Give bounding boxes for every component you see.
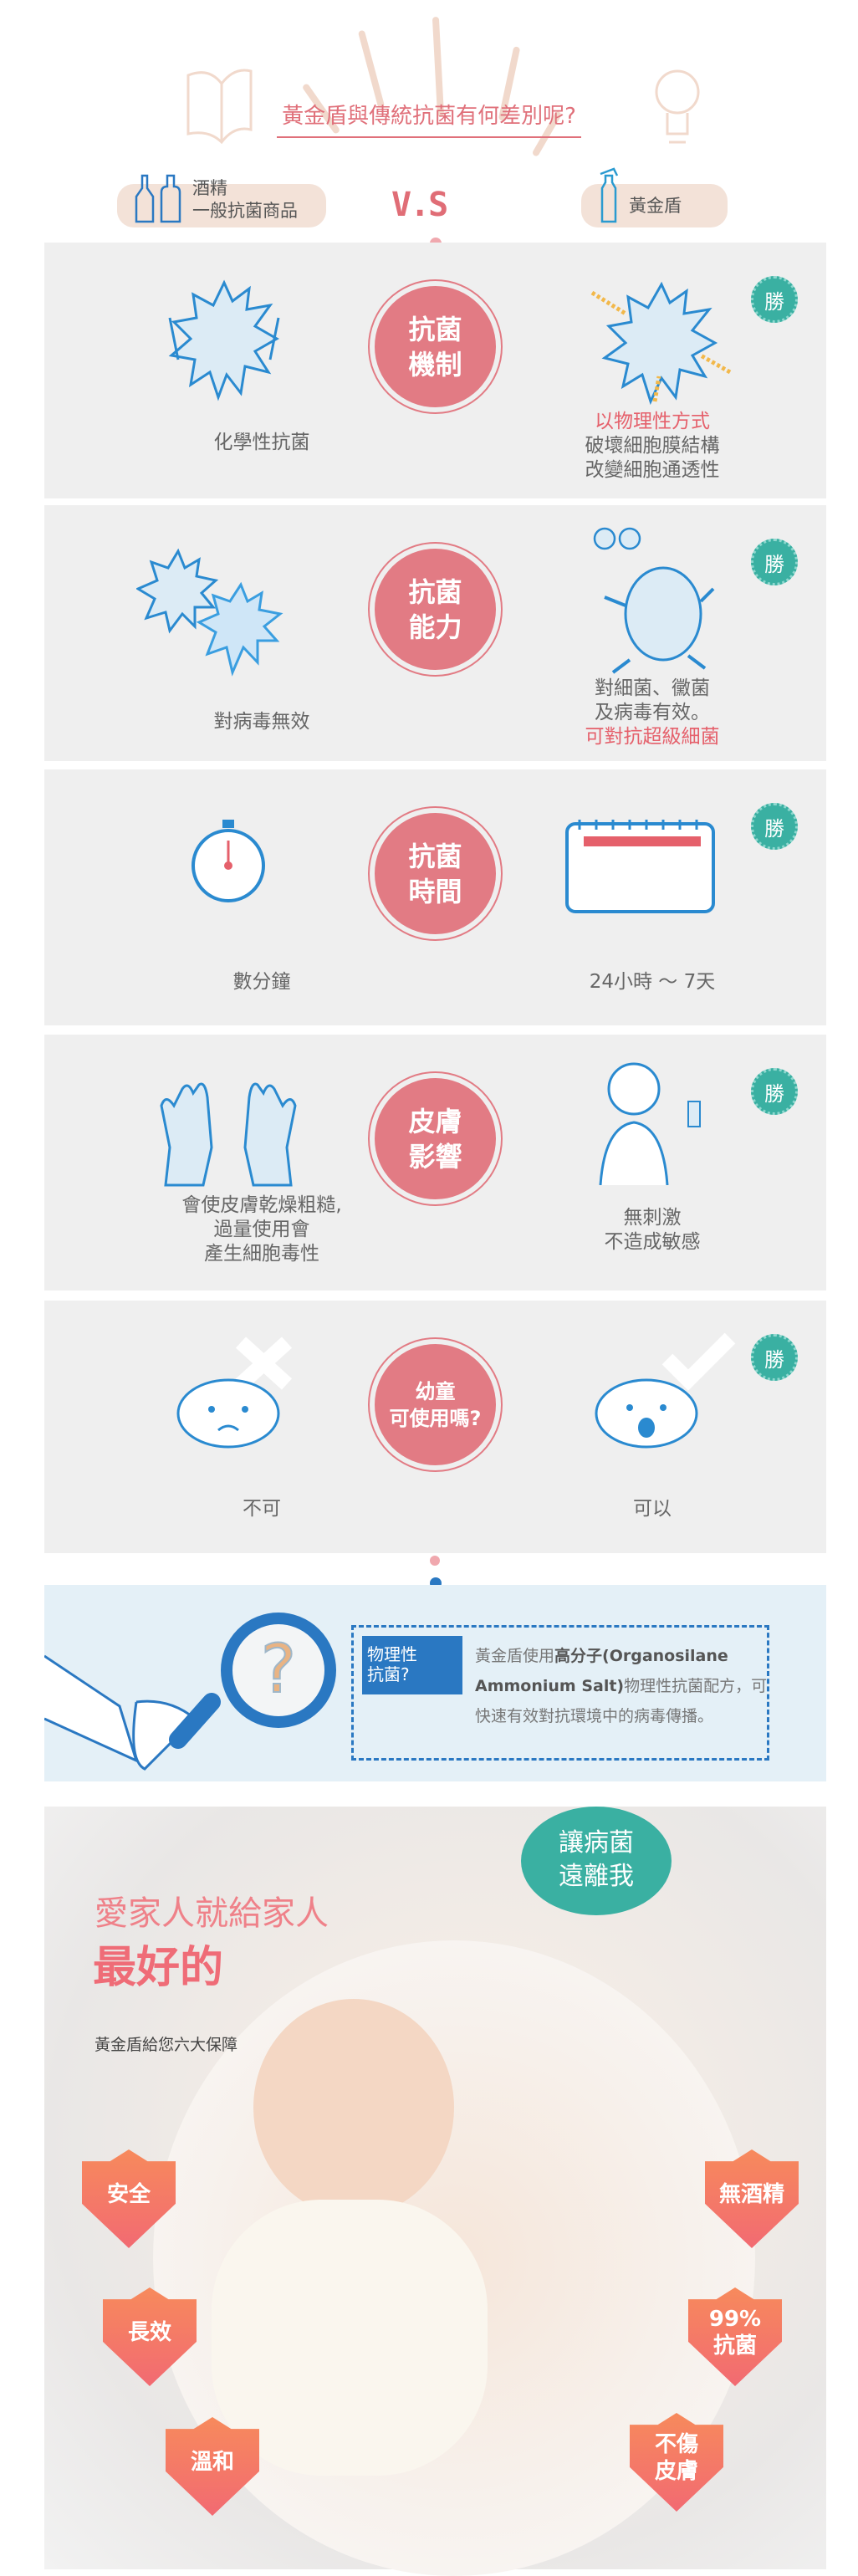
traditional-ability-text: 對病毒無效 [213,711,310,733]
traditional-mechanism-text: 化學性抗菌 [213,432,310,453]
happy-child-check-icon [595,1332,736,1449]
traditional-label: 酒精一般抗菌商品 [192,178,298,221]
comparison-row-duration: 數分鐘 抗菌 時間 24小時 ～ 7天 勝 [44,769,826,1025]
comparison-row-mechanism: 化學性抗菌 抗菌 機制 以物理性方式破壞細胞膜結構 改變細胞通透性 勝 [44,243,826,498]
spray-bottle-icon [600,167,619,223]
info-dashed-box: 物理性 抗菌? 黃金盾使用高分子(Organosilane Ammonium S… [351,1625,769,1761]
category-circle: 抗菌 時間 [375,813,496,934]
book-icon [186,69,253,145]
stopwatch-icon [192,820,265,902]
golden-skin-text: 無刺激 不造成敏感 [604,1207,701,1253]
golden-shield-label: 黃金盾 [629,196,682,216]
category-circle: 皮膚 影響 [375,1078,496,1199]
page-title: 黃金盾與傳統抗菌有何差別呢? [0,99,858,138]
decor-ray [357,29,386,109]
sad-child-cross-icon [176,1337,293,1449]
win-badge: 勝 [751,1334,798,1381]
mother-spray-icon [599,1062,701,1185]
traditional-skin-text: 會使皮膚乾燥粗糙, 過量使用會 產生細胞毒性 [181,1194,342,1265]
traditional-tag [117,184,326,227]
vs-label: V.S [391,186,448,224]
golden-shield-tag [581,184,728,227]
bottles-icon [135,174,181,223]
win-badge: 勝 [751,539,798,585]
viruses-icon [136,548,283,677]
traditional-children-text: 不可 [243,1498,281,1520]
bacteria-crying-icon [168,279,280,401]
bacteria-chained-icon [590,281,732,406]
baby-promo-section: 讓病菌 遠離我 愛家人就給家人 最好的 黃金盾給您六大保障 安全 長效 溫和 無… [44,1807,826,2576]
win-badge: 勝 [751,1068,798,1115]
monster-running-icon [593,527,715,674]
calendar-icon [565,820,715,913]
win-badge: 勝 [751,276,798,323]
info-label: 物理性 抗菌? [362,1636,462,1694]
comparison-row-children: 不可 幼童 可使用嗎? 可以 勝 [44,1301,826,1553]
dry-hands-icon [160,1082,297,1187]
promo-headline-bold: 最好的 [93,1943,224,1993]
category-circle: 幼童 可使用嗎? [375,1344,496,1465]
comparison-row-ability: 對病毒無效 抗菌 能力 對細菌、黴菌 及病毒有效。可對抗超級細菌 勝 [44,505,826,761]
category-circle: 抗菌 機制 [375,286,496,407]
timeline-dot [430,1556,440,1566]
lightbulb-icon [655,69,700,144]
golden-children-text: 可以 [633,1498,672,1520]
shield-badge-gentle: 溫和 [166,2417,259,2516]
promo-headline: 愛家人就給家人 [94,1894,329,1933]
hand-magnifier-icon: ? [44,1613,336,1771]
info-text: 黃金盾使用高分子(Organosilane Ammonium Salt)物理性抗… [475,1647,768,1725]
golden-ability-text: 對細菌、黴菌 及病毒有效。可對抗超級細菌 [585,677,720,748]
svg-text:?: ? [261,1630,296,1708]
speech-bubble: 讓病菌 遠離我 [521,1807,672,1915]
win-badge: 勝 [751,803,798,850]
physical-antibacterial-info: ? 物理性 抗菌? 黃金盾使用高分子(Organosilane Ammonium… [44,1585,826,1781]
golden-mechanism-text: 以物理性方式破壞細胞膜結構 改變細胞通透性 [585,411,720,481]
golden-duration-text: 24小時 ～ 7天 [589,971,716,993]
traditional-duration-text: 數分鐘 [232,971,291,993]
promo-subtitle: 黃金盾給您六大保障 [94,2036,238,2054]
category-circle: 抗菌 能力 [375,549,496,670]
comparison-row-skin: 會使皮膚乾燥粗糙, 過量使用會 產生細胞毒性 皮膚 影響 無刺激 不造成敏感 勝 [44,1035,826,1291]
baby-head [253,1999,454,2216]
